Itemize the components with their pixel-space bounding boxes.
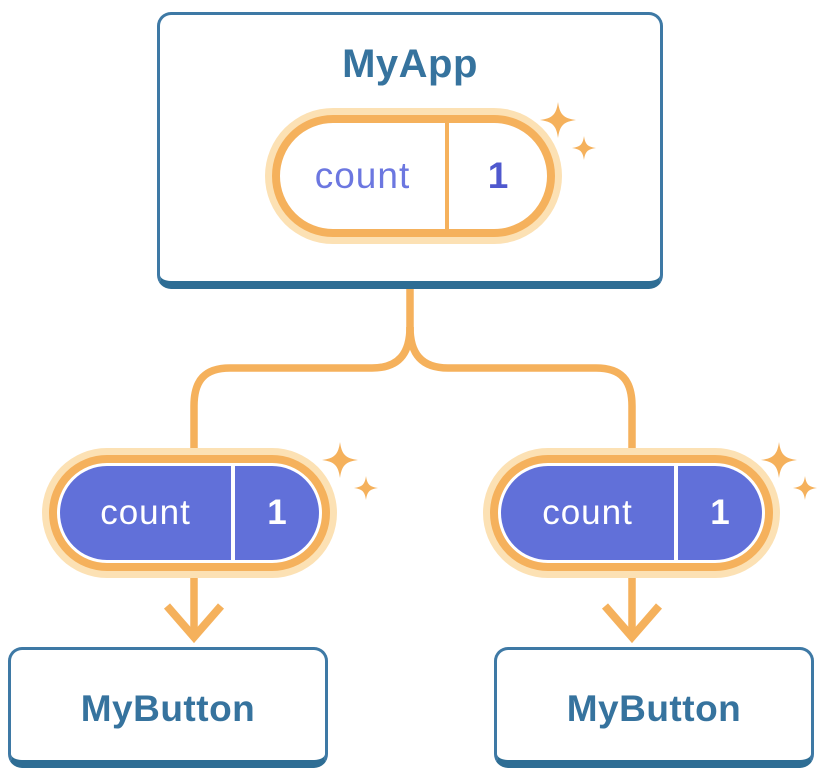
child-right-component-card xyxy=(494,647,814,768)
branch-right-line xyxy=(406,326,636,462)
child-right-prop-pill: count 1 xyxy=(483,448,780,578)
root-state-pill: count 1 xyxy=(265,108,562,244)
arrow-left-head-icon xyxy=(163,603,225,644)
sparkle-icon xyxy=(540,102,596,160)
state-value: 1 xyxy=(445,123,547,229)
root-component-name: MyApp xyxy=(342,42,478,86)
prop-value: 1 xyxy=(674,466,762,560)
state-pill-ring: count 1 xyxy=(272,115,555,237)
arrow-right-head-icon xyxy=(601,603,663,644)
prop-pill-ring: count 1 xyxy=(49,455,330,571)
child-left-component-name: MyButton xyxy=(80,688,256,729)
sparkle-icon xyxy=(761,442,817,500)
child-right-component-name: MyButton xyxy=(566,688,742,729)
state-name-label: count xyxy=(314,155,411,196)
child-left-prop-pill: count 1 xyxy=(42,448,337,578)
prop-pill-fill: count 1 xyxy=(60,466,319,560)
child-left-component-card xyxy=(8,647,328,768)
prop-value: 1 xyxy=(231,466,319,560)
prop-name-label: count xyxy=(542,493,633,532)
prop-pill-ring: count 1 xyxy=(490,455,773,571)
prop-name-label: count xyxy=(100,493,191,532)
prop-pill-fill: count 1 xyxy=(501,466,762,560)
branch-left-line xyxy=(190,326,414,462)
sparkle-icon xyxy=(322,442,378,500)
